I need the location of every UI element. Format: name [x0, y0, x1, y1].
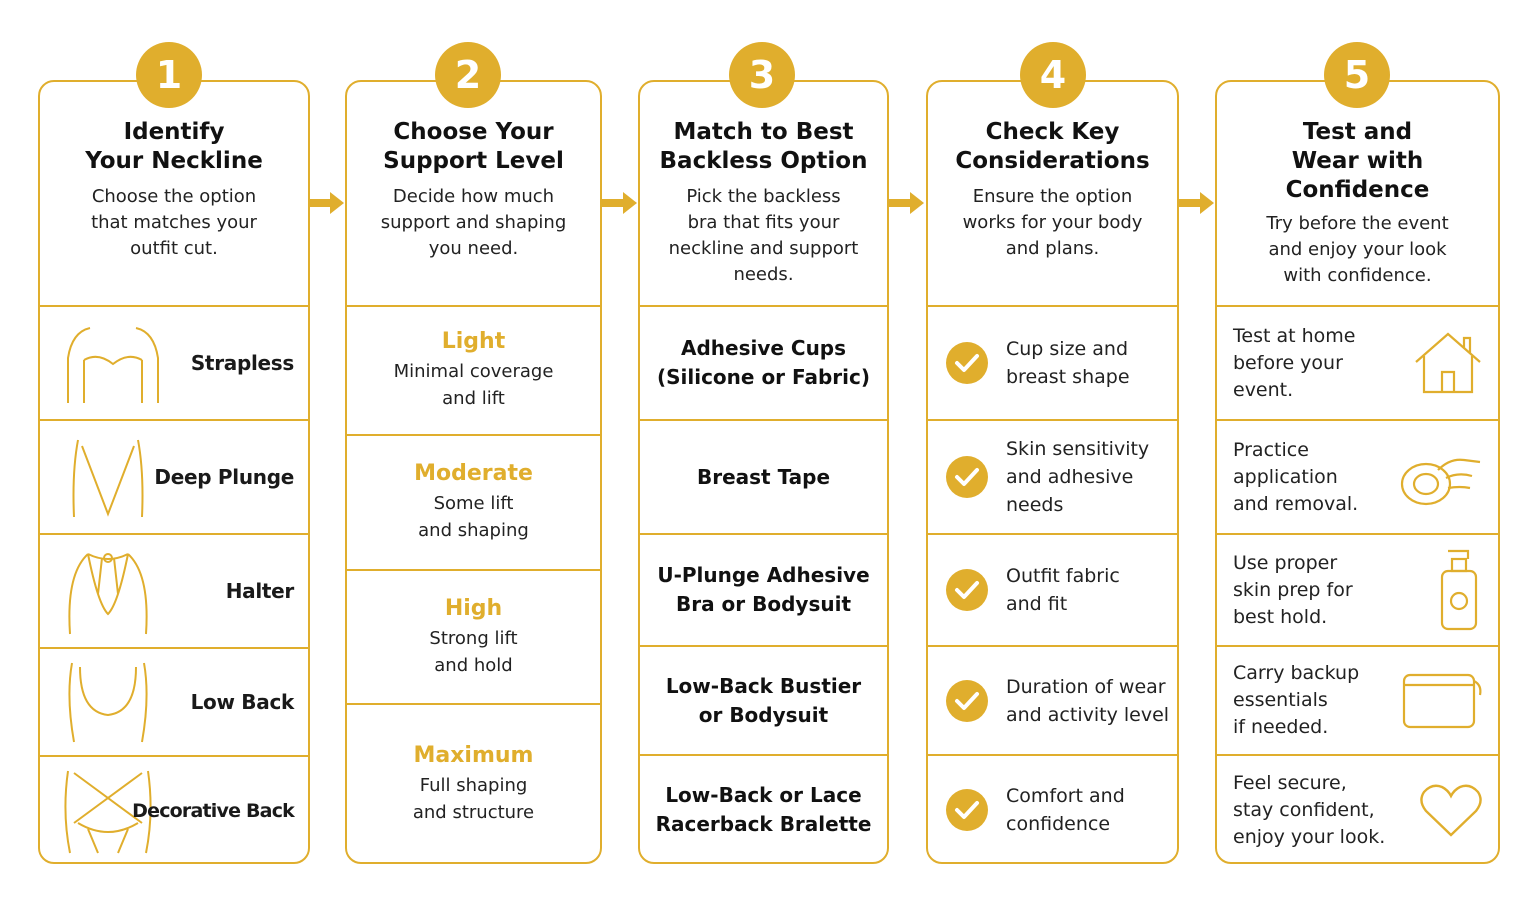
checkmark-icon: [946, 679, 988, 722]
step-number-badge: 4: [1020, 42, 1086, 108]
deep-plunge-neckline-icon: [72, 439, 144, 518]
step-header: Test and Wear with Confidence Try before…: [1217, 82, 1498, 307]
neckline-label: Deep Plunge: [154, 465, 294, 489]
support-level-name: Light: [441, 329, 506, 354]
neckline-option: Deep Plunge: [40, 421, 308, 535]
step-description: Pick the backless bra that fits your nec…: [668, 186, 859, 285]
step-header: Match to Best Backless Option Pick the b…: [640, 82, 887, 307]
support-level-option: Moderate Some lift and shaping: [347, 436, 600, 571]
neckline-option: Low Back: [40, 649, 308, 757]
heart-icon: [1420, 784, 1482, 837]
step-3-column: Match to Best Backless Option Pick the b…: [638, 80, 889, 864]
support-level-option: Light Minimal coverage and lift: [347, 307, 600, 436]
arrow-right-icon: [601, 192, 637, 214]
step-4-column: Check Key Considerations Ensure the opti…: [926, 80, 1179, 864]
pouch-icon: [1402, 673, 1482, 728]
checkmark-icon: [946, 342, 988, 384]
consideration-label: Comfort and confidence: [1006, 785, 1125, 835]
step-title: Check Key Considerations: [955, 119, 1150, 174]
support-level-description: Some lift and shaping: [418, 493, 529, 541]
arrow-right-icon: [308, 192, 344, 214]
arrow-right-icon: [888, 192, 924, 214]
step-header: Identify Your Neckline Choose the option…: [40, 82, 308, 307]
backless-option: Low-Back or Lace Racerback Bralette: [640, 756, 887, 862]
tip-label: Use proper skin prep for best hold.: [1233, 551, 1353, 628]
decorative-back-icon: [64, 770, 152, 854]
halter-neckline-icon: [68, 552, 148, 634]
tip-label: Carry backup essentials if needed.: [1233, 662, 1360, 738]
consideration-item: Comfort and confidence: [928, 756, 1177, 862]
house-icon: [1415, 332, 1481, 394]
neckline-option: Halter: [40, 535, 308, 649]
step-number-badge: 3: [729, 42, 795, 108]
tip-item: Practice application and removal.: [1217, 421, 1498, 535]
step-title: Identify Your Neckline: [85, 119, 263, 174]
backless-option-label: Breast Tape: [696, 464, 831, 489]
tip-item: Use proper skin prep for best hold.: [1217, 535, 1498, 647]
step-description: Decide how much support and shaping you …: [380, 186, 567, 259]
support-level-option: High Strong lift and hold: [347, 571, 600, 705]
consideration-label: Skin sensitivity and adhesive needs: [1006, 438, 1150, 516]
tip-item: Carry backup essentials if needed.: [1217, 647, 1498, 756]
neckline-label: Halter: [225, 579, 295, 603]
step-title: Match to Best Backless Option: [659, 119, 868, 174]
neckline-label: Decorative Back: [132, 799, 295, 822]
tip-label: Test at home before your event.: [1233, 324, 1356, 401]
step-title: Test and Wear with Confidence: [1285, 119, 1430, 203]
step-number-badge: 1: [136, 42, 202, 108]
neckline-label: Strapless: [190, 351, 294, 375]
strapless-neckline-icon: [67, 327, 159, 403]
step-number-badge: 5: [1324, 42, 1390, 108]
backless-option-label: Low-Back or Lace Racerback Bralette: [655, 783, 872, 836]
checkmark-icon: [946, 789, 988, 831]
low-back-icon: [68, 662, 148, 743]
tip-label: Practice application and removal.: [1233, 438, 1359, 515]
backless-option: Low-Back Bustier or Bodysuit: [640, 647, 887, 756]
step-2-column: Choose Your Support Level Decide how muc…: [345, 80, 602, 864]
step-5-column: Test and Wear with Confidence Try before…: [1215, 80, 1500, 864]
consideration-item: Duration of wear and activity level: [928, 647, 1177, 756]
arrow-right-icon: [1178, 192, 1214, 214]
consideration-label: Outfit fabric and fit: [1006, 565, 1120, 615]
consideration-label: Duration of wear and activity level: [1006, 675, 1170, 726]
neckline-label: Low Back: [190, 690, 295, 714]
support-level-name: Moderate: [414, 461, 533, 486]
consideration-item: Outfit fabric and fit: [928, 535, 1177, 647]
backless-option-label: Low-Back Bustier or Bodysuit: [665, 673, 862, 727]
step-description: Try before the event and enjoy your look…: [1266, 213, 1449, 286]
tip-item: Feel secure, stay confident, enjoy your …: [1217, 756, 1498, 862]
step-header: Check Key Considerations Ensure the opti…: [928, 82, 1177, 307]
support-level-name: Maximum: [413, 743, 534, 768]
hand-applying-cup-icon: [1400, 458, 1481, 506]
support-level-description: Minimal coverage and lift: [393, 361, 554, 409]
backless-option: U-Plunge Adhesive Bra or Bodysuit: [640, 535, 887, 647]
consideration-item: Cup size and breast shape: [928, 307, 1177, 421]
neckline-option: Decorative Back: [40, 757, 308, 862]
backless-option-label: Adhesive Cups (Silicone or Fabric): [656, 336, 871, 389]
support-level-description: Strong lift and hold: [429, 627, 518, 676]
step-description: Choose the option that matches your outf…: [91, 186, 257, 259]
checkmark-icon: [946, 456, 988, 498]
tip-item: Test at home before your event.: [1217, 307, 1498, 421]
step-1-column: Identify Your Neckline Choose the option…: [38, 80, 310, 864]
step-title: Choose Your Support Level: [383, 119, 564, 174]
backless-option: Breast Tape: [640, 421, 887, 535]
backless-option: Adhesive Cups (Silicone or Fabric): [640, 307, 887, 421]
step-description: Ensure the option works for your body an…: [962, 186, 1143, 259]
support-level-description: Full shaping and structure: [412, 775, 535, 823]
support-level-option: Maximum Full shaping and structure: [347, 705, 600, 862]
step-number-badge: 2: [435, 42, 501, 108]
neckline-option: Strapless: [40, 307, 308, 421]
step-header: Choose Your Support Level Decide how muc…: [347, 82, 600, 307]
pump-bottle-icon: [1440, 549, 1478, 631]
consideration-item: Skin sensitivity and adhesive needs: [928, 421, 1177, 535]
support-level-name: High: [444, 595, 503, 621]
tip-label: Feel secure, stay confident, enjoy your …: [1233, 771, 1386, 848]
checkmark-icon: [946, 569, 988, 611]
backless-option-label: U-Plunge Adhesive Bra or Bodysuit: [657, 563, 870, 616]
consideration-label: Cup size and breast shape: [1006, 338, 1130, 388]
